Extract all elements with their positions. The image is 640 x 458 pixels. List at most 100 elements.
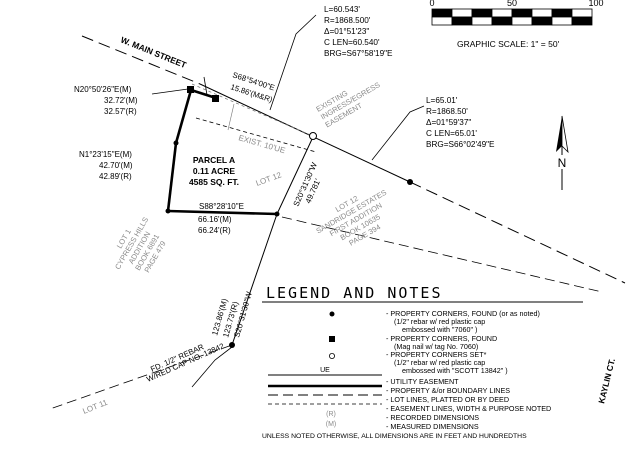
corner-found-1 xyxy=(173,140,179,146)
corner-found-rebar xyxy=(229,342,235,348)
legend-symbol-mag-nail-icon xyxy=(329,336,335,342)
lot-line-south xyxy=(49,344,233,410)
legend-symbol-set-icon xyxy=(328,352,335,359)
scale-block xyxy=(451,16,473,26)
legend-note: UNLESS NOTED OTHERWISE, ALL DIMENSIONS A… xyxy=(262,433,527,440)
svg-text:- MEASURED DIMENSIONS: - MEASURED DIMENSIONS xyxy=(386,422,479,431)
north-arrow-icon: N xyxy=(556,115,569,190)
long-lot-line xyxy=(231,213,278,346)
scale-block xyxy=(471,8,493,18)
scale-block xyxy=(551,8,573,18)
svg-text:C LEN=60.540': C LEN=60.540' xyxy=(324,38,380,47)
svg-text:R=1868.50': R=1868.50' xyxy=(426,107,468,116)
nw-dimensions: N20°50'26"E(M) 32.72'(M) 32.57'(R) xyxy=(74,85,138,116)
west-dimensions: N1°23'15"E(M) 42.70'(M) 42.89'(R) xyxy=(79,150,133,181)
rebar-label: FD. 1/2" REBAR W/RED CAP NO. 13842 xyxy=(145,341,225,383)
easement-label: EXISTING INGRESS/EGRESS EASEMENT xyxy=(315,80,382,129)
svg-text:N20°50'26"E(M): N20°50'26"E(M) xyxy=(74,85,132,94)
svg-text:4585 SQ. FT.: 4585 SQ. FT. xyxy=(189,177,239,187)
legend-title: LEGEND AND NOTES xyxy=(266,284,443,302)
svg-text:(1/2" rebar w/ red plastic cap: (1/2" rebar w/ red plastic cap xyxy=(394,358,485,367)
curve2-data: L=65.01' R=1868.50' Δ=01°59'37" C LEN=65… xyxy=(426,96,495,149)
svg-text:32.57'(R): 32.57'(R) xyxy=(104,107,137,116)
svg-text:42.70'(M): 42.70'(M) xyxy=(99,161,133,170)
corner-mag-nail-nw xyxy=(187,86,194,93)
svg-text:BRG=S66°02'49"E: BRG=S66°02'49"E xyxy=(426,140,495,149)
sandridge-label: LOT 12 SANDRIDGE ESTATES FIRST ADDITION … xyxy=(314,188,388,248)
legend-rec-symbol: (R) xyxy=(326,411,336,418)
south-bearing: S88°28'10"E xyxy=(199,202,244,211)
legend-ue-symbol: UE xyxy=(320,367,330,374)
lot-line-east xyxy=(281,216,603,293)
east-parcel-line xyxy=(276,136,314,215)
svg-text:- UTILITY EASEMENT: - UTILITY EASEMENT xyxy=(386,377,459,386)
svg-text:R=1868.500': R=1868.500' xyxy=(324,16,371,25)
scale-block xyxy=(551,16,573,26)
scale-block xyxy=(571,16,593,26)
svg-text:(1/2" rebar w/ red plastic cap: (1/2" rebar w/ red plastic cap xyxy=(394,317,485,326)
curve1-data: L=60.543' R=1868.500' Δ=01°51'23" C LEN=… xyxy=(324,5,393,58)
south-dist-m: 66.16'(M) xyxy=(198,215,232,224)
cypress-label: LOT 1 CYPRESS HILLS ADDITION BOOK 6891 P… xyxy=(113,216,168,275)
scale-block xyxy=(451,8,473,18)
legend-items: - PROPERTY CORNERS, FOUND (or as noted) … xyxy=(386,309,551,431)
scale-block xyxy=(431,8,453,18)
svg-text:BRG=S67°58'19"E: BRG=S67°58'19"E xyxy=(324,49,393,58)
svg-text:L=60.543': L=60.543' xyxy=(324,5,360,14)
svg-text:42.89'(R): 42.89'(R) xyxy=(99,172,132,181)
scale-block xyxy=(431,16,453,26)
north-label: N xyxy=(558,156,567,170)
svg-text:0.11 ACRE: 0.11 ACRE xyxy=(193,166,236,176)
street-lines xyxy=(81,35,626,284)
svg-text:(Mag nail w/ tag No. 7060): (Mag nail w/ tag No. 7060) xyxy=(394,342,478,351)
legend-meas-symbol: (M) xyxy=(326,421,337,428)
svg-text:L=65.01': L=65.01' xyxy=(426,96,458,105)
lot-11-label: LOT 11 xyxy=(81,398,109,416)
legend-symbol-found-icon xyxy=(329,311,335,317)
svg-text:N1°23'15"E(M): N1°23'15"E(M) xyxy=(79,150,132,159)
corner-set xyxy=(309,132,317,140)
kaylin-ct-label: KAYLIN CT. xyxy=(596,357,617,404)
scale-block xyxy=(531,8,553,18)
svg-text:embossed with "SCOTT 13842" ): embossed with "SCOTT 13842" ) xyxy=(402,366,508,375)
graphic-scale: 0 50 100 GRAPHIC SCALE: 1" = 50' xyxy=(429,0,603,49)
scale-block xyxy=(491,16,513,26)
leader-lines xyxy=(151,14,425,388)
svg-text:Δ=01°51'23": Δ=01°51'23" xyxy=(324,27,369,36)
svg-text:- PROPERTY CORNERS SET*: - PROPERTY CORNERS SET* xyxy=(386,350,487,359)
parcel-label: PARCEL A 0.11 ACRE 4585 SQ. FT. xyxy=(189,155,239,187)
corner-found-3 xyxy=(274,211,280,217)
legend: LEGEND AND NOTES UE (R) (M) - PROPERTY C… xyxy=(262,284,583,440)
scale-label: GRAPHIC SCALE: 1" = 50' xyxy=(457,39,560,49)
parcel-boundary xyxy=(166,88,278,216)
svg-text:- LOT LINES, PLATTED OR BY DEE: - LOT LINES, PLATTED OR BY DEED xyxy=(386,395,509,404)
corner-found-4 xyxy=(407,179,413,185)
svg-text:- PROPERTY CORNERS, FOUND (or: - PROPERTY CORNERS, FOUND (or as noted) xyxy=(386,309,540,318)
corner-mag-nail-ne xyxy=(212,95,219,102)
scale-tick-0: 0 xyxy=(429,0,434,8)
south-dist-r: 66.24'(R) xyxy=(198,226,231,235)
scale-tick-100: 100 xyxy=(588,0,603,8)
svg-text:- PROPERTY &/or BOUNDARY LINES: - PROPERTY &/or BOUNDARY LINES xyxy=(386,386,510,395)
svg-text:Δ=01°59'37": Δ=01°59'37" xyxy=(426,118,471,127)
long-line-label: 123.86'(M) 123.73'(R) S20°31'30"W xyxy=(210,290,254,338)
svg-text:PARCEL A: PARCEL A xyxy=(193,155,235,165)
corner-found-2 xyxy=(165,208,171,214)
scale-block xyxy=(511,8,533,18)
scale-block xyxy=(511,16,533,26)
svg-text:32.72'(M): 32.72'(M) xyxy=(104,96,138,105)
svg-text:- EASEMENT LINES, WIDTH & PURP: - EASEMENT LINES, WIDTH & PURPOSE NOTED xyxy=(386,404,551,413)
svg-text:C LEN=65.01': C LEN=65.01' xyxy=(426,129,477,138)
scale-block xyxy=(531,16,553,26)
ue-label: EXIST. 10'UE xyxy=(237,133,286,155)
svg-text:embossed with "7060" ): embossed with "7060" ) xyxy=(402,325,477,334)
scale-block xyxy=(491,8,513,18)
svg-text:- RECORDED DIMENSIONS: - RECORDED DIMENSIONS xyxy=(386,413,479,422)
scale-bar xyxy=(431,8,593,26)
lot-12-label: LOT 12 xyxy=(255,170,284,188)
svg-text:- PROPERTY CORNERS, FOUND: - PROPERTY CORNERS, FOUND xyxy=(386,334,497,343)
scale-block xyxy=(571,8,593,18)
scale-block xyxy=(471,16,493,26)
scale-tick-50: 50 xyxy=(507,0,517,8)
